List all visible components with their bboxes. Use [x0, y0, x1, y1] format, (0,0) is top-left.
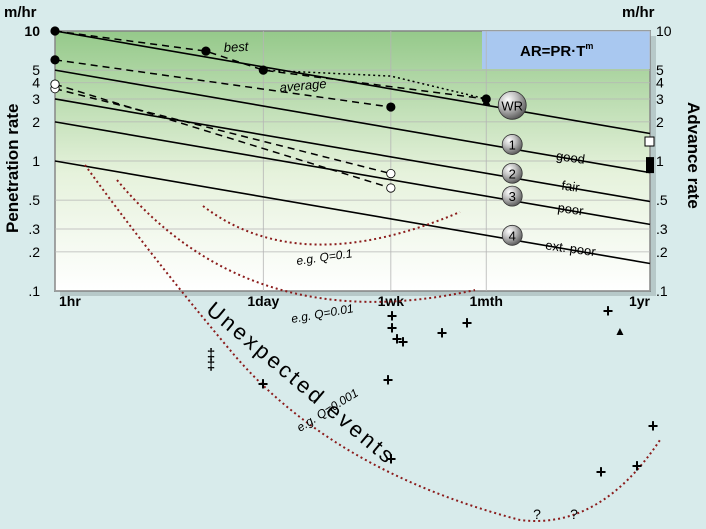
- q-curve-1: [116, 179, 476, 303]
- y-tick-label-left: 3: [32, 91, 40, 107]
- question-marker: ?: [533, 506, 541, 522]
- plus-marker: +: [383, 370, 394, 390]
- rock-line-label: good: [555, 148, 586, 167]
- y-tick-label-right: 4: [656, 75, 664, 91]
- q-curves: [84, 164, 661, 522]
- y-tick-label-left: 1: [32, 153, 40, 169]
- y-tick-label-right: 5: [656, 62, 664, 78]
- plus-marker: +: [387, 318, 398, 338]
- rock-marker-label: WR: [501, 98, 523, 113]
- y-tick-label-left: .5: [28, 192, 40, 208]
- rock-marker-label: 1: [509, 137, 516, 152]
- y-tick-label-right: 1: [656, 153, 664, 169]
- series-point: [201, 46, 211, 56]
- rock-line: [54, 69, 651, 174]
- rock-quality-lines: good fair poor ext. poor: [54, 30, 651, 265]
- y-tick-label-left: 10: [24, 23, 40, 39]
- double-dagger-marker: ‡: [207, 346, 215, 363]
- series-point: [386, 102, 396, 112]
- y-tick-label-right: 3: [656, 91, 664, 107]
- rock-marker: [501, 134, 523, 155]
- advance-marker: [646, 157, 654, 174]
- plus-marker: +: [387, 306, 398, 326]
- q-curve-2: [84, 164, 661, 522]
- left-unit: m/hr: [4, 4, 37, 21]
- series-point: [386, 183, 396, 193]
- y-tick-label-right: 10: [656, 23, 672, 39]
- plus-marker: +: [632, 456, 643, 476]
- plus-marker: +: [596, 462, 607, 482]
- rock-marker: [501, 224, 523, 246]
- y-tick-label-right: .1: [656, 283, 668, 299]
- y-axis-title-right: Advance rate: [684, 102, 703, 209]
- series-label-average: average: [279, 76, 327, 95]
- rock-marker: [501, 162, 523, 184]
- q-label-0.01: e.g. Q=0.01: [290, 301, 355, 326]
- double-dagger-marker: ‡: [207, 357, 215, 374]
- y-tick-label-right: .5: [656, 192, 668, 208]
- unexpected-event-markers: +++++++++++++‡‡▲??: [207, 301, 658, 522]
- y-tick-label-left: .2: [28, 244, 40, 260]
- x-tick-label: 1mth: [470, 293, 503, 309]
- x-tick-label: 1yr: [629, 293, 651, 309]
- rock-marker-label: 3: [509, 189, 516, 204]
- y-tick-label-left: .1: [28, 283, 40, 299]
- y-tick-label-right: .2: [656, 244, 668, 260]
- y-tick-label-left: .3: [28, 221, 40, 237]
- series-point: [50, 55, 60, 65]
- rock-marker: [501, 185, 523, 207]
- question-marker: ?: [570, 506, 578, 522]
- y-tick-label-left: 2: [32, 114, 40, 130]
- rock-marker-label: 2: [509, 166, 516, 181]
- series-line: [54, 59, 391, 108]
- x-tick-label: 1hr: [59, 293, 81, 309]
- series-line: [54, 87, 392, 175]
- plus-marker: +: [462, 313, 473, 333]
- rock-line: [54, 121, 651, 226]
- y-tick-label-right: 2: [656, 114, 664, 130]
- series-label-best: best: [223, 39, 250, 55]
- convergence-triangle: [482, 96, 491, 105]
- advance-marker: [644, 136, 655, 147]
- right-unit: m/hr: [622, 4, 655, 21]
- plus-marker: +: [392, 329, 403, 349]
- plus-marker: +: [398, 332, 409, 352]
- plus-marker: +: [437, 323, 448, 343]
- y-axis-title-left: Penetration rate: [3, 104, 22, 233]
- plus-marker: +: [258, 374, 269, 394]
- rock-line-label: fair: [561, 178, 582, 195]
- case-series: [50, 26, 655, 193]
- plus-marker: +: [603, 301, 614, 321]
- triangle-marker: ▲: [614, 324, 626, 338]
- rock-marker-label: 4: [509, 228, 516, 243]
- series-point: [50, 79, 60, 89]
- rock-line-label: poor: [557, 200, 586, 219]
- y-tick-label-right: .3: [656, 221, 668, 237]
- y-tick-label-left: 4: [32, 75, 40, 91]
- plus-marker: +: [386, 449, 397, 469]
- y-tick-label-left: 5: [32, 62, 40, 78]
- rock-marker: [497, 90, 527, 120]
- rock-markers: WR 1 2 3 4: [497, 90, 527, 246]
- series-point: [386, 168, 396, 179]
- formula-box: [482, 31, 650, 69]
- series-point: [50, 26, 60, 36]
- rock-line: [54, 98, 651, 203]
- series-line: [54, 83, 392, 189]
- plus-marker: +: [648, 416, 659, 436]
- rock-line-label: ext. poor: [544, 237, 597, 259]
- formula-text: AR=PR·Tm: [520, 41, 593, 60]
- x-tick-label: 1day: [247, 293, 279, 309]
- rock-line: [54, 160, 651, 265]
- q-curve-0: [202, 205, 461, 246]
- series-line: [54, 30, 487, 100]
